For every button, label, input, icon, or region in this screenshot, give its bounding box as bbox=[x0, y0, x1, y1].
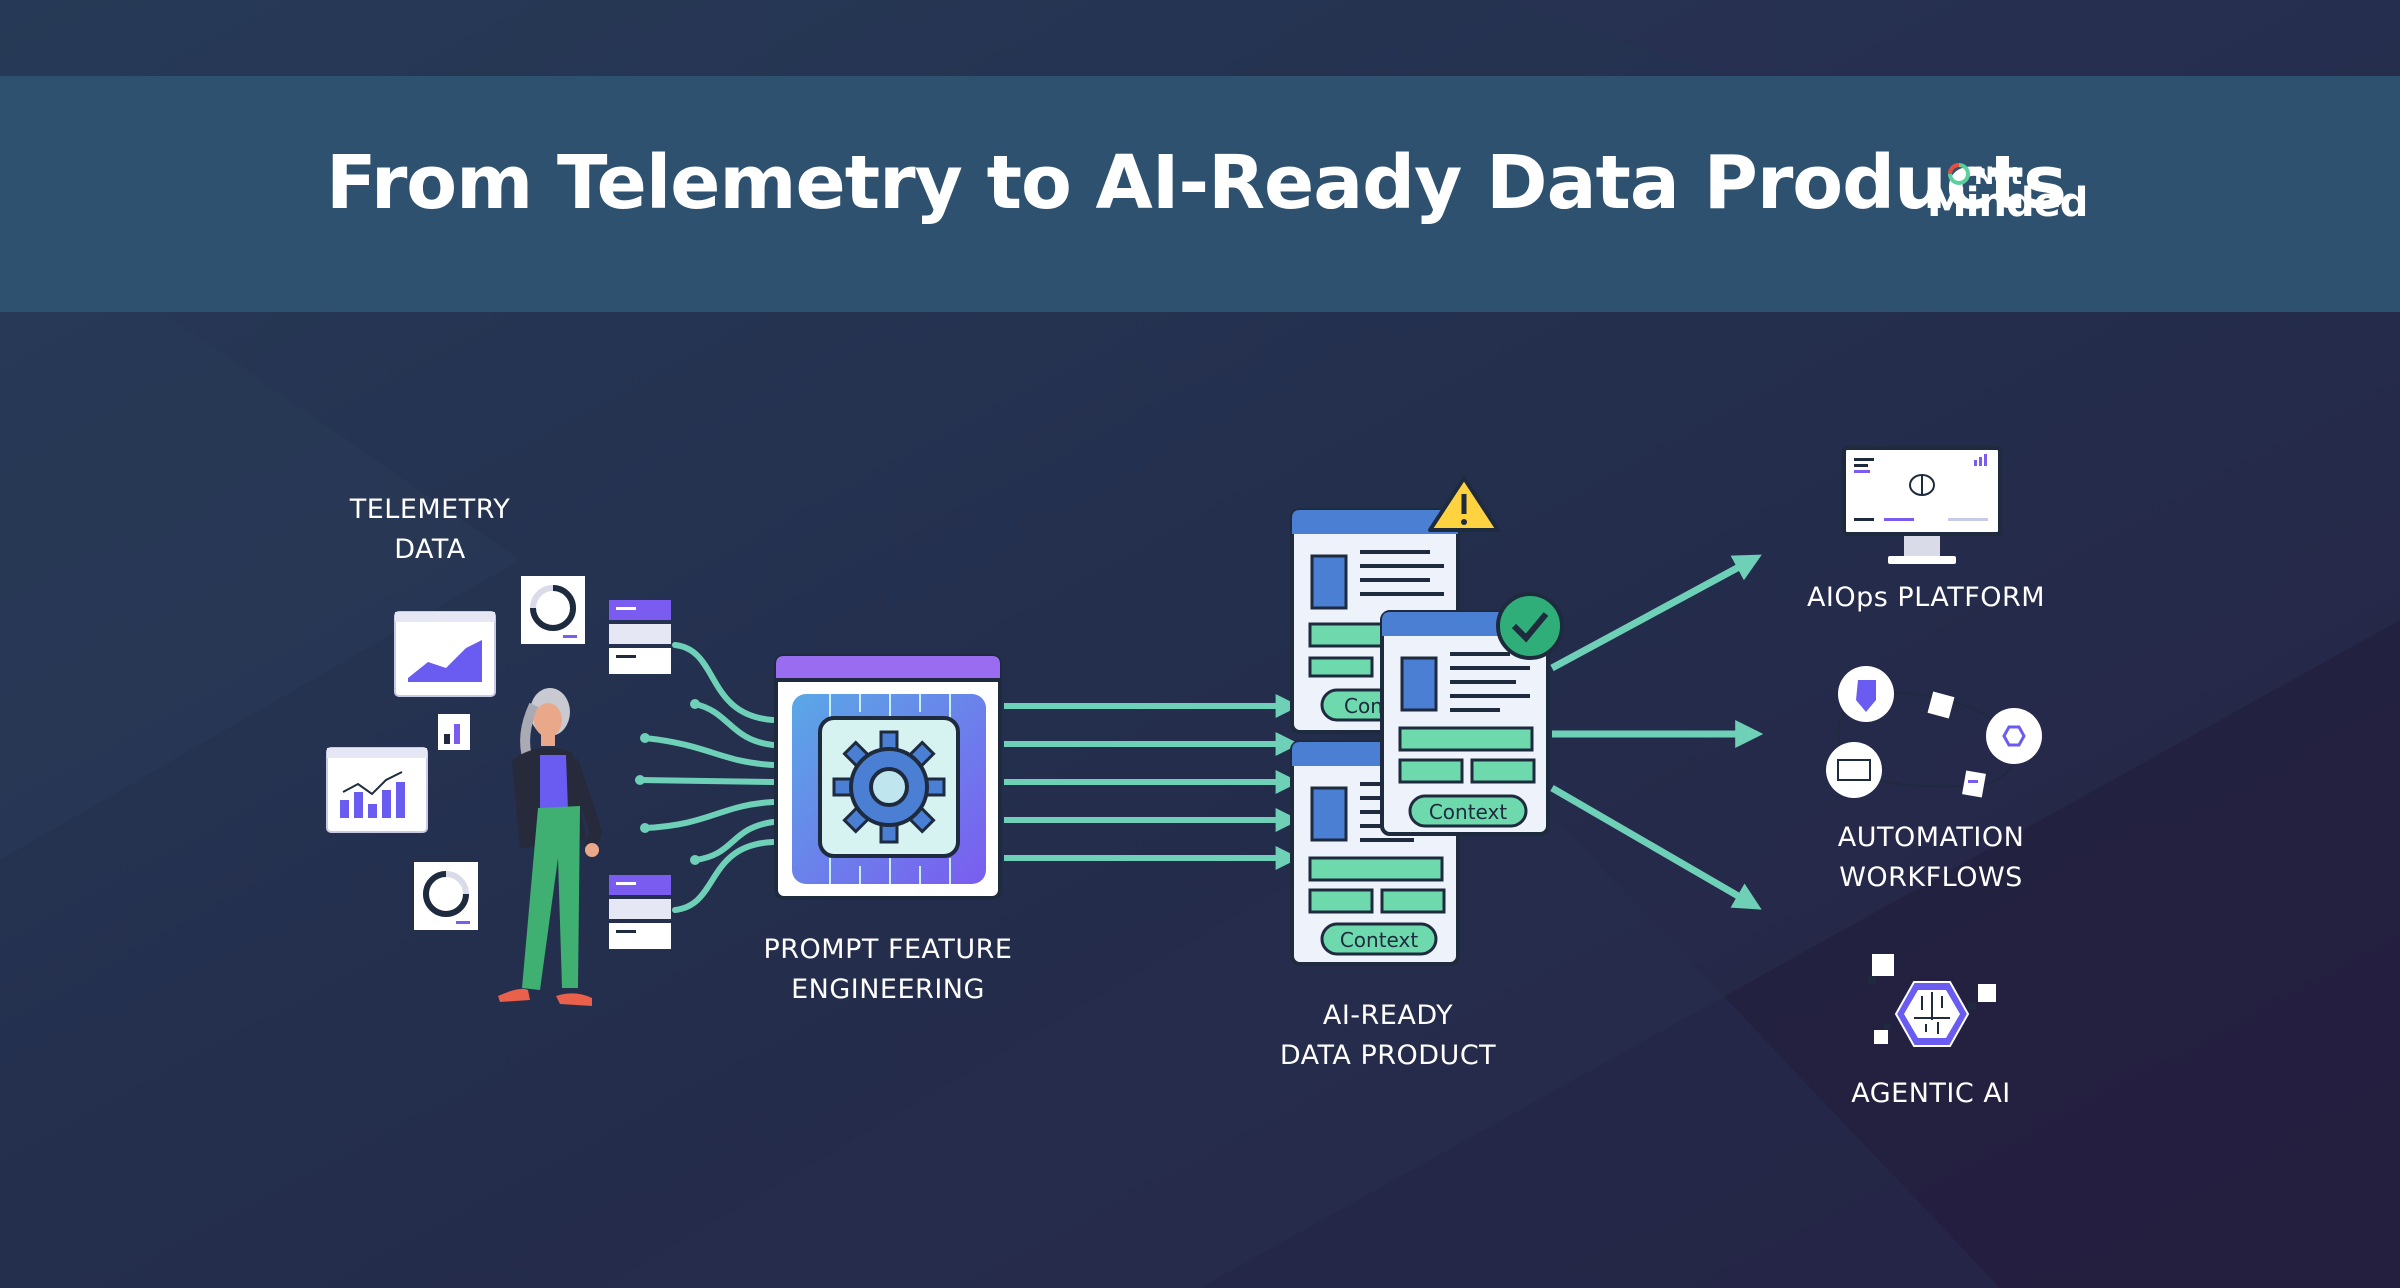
hexagon-chip-icon bbox=[1868, 954, 1996, 1047]
server-stack-bottom bbox=[609, 875, 671, 949]
input-connectors bbox=[637, 642, 776, 913]
label-agentic-line1: AGENTIC AI bbox=[1851, 1078, 2011, 1109]
logo-text-minded: Minded bbox=[1927, 180, 2088, 226]
input-connector-dots bbox=[635, 699, 700, 865]
person-illustration bbox=[498, 688, 603, 1006]
label-agentic-ai: AGENTIC AI bbox=[1786, 1074, 2076, 1114]
mini-bar-card bbox=[438, 714, 470, 750]
label-automation-line1: AUTOMATION bbox=[1837, 822, 2025, 853]
label-data-product-line2: DATA PRODUCT bbox=[1279, 1040, 1497, 1071]
title-banner bbox=[0, 76, 2400, 312]
label-ai-ready-data-product: AI-READY DATA PRODUCT bbox=[1248, 996, 1528, 1076]
label-data-product-line1: AI-READY bbox=[1322, 1000, 1454, 1031]
logo-text-net: Net bbox=[1974, 162, 2022, 190]
check-circle-icon bbox=[1496, 592, 1564, 660]
context-pill-back: Con bbox=[1344, 694, 1383, 718]
page-title: From Telemetry to AI-Ready Data Products bbox=[326, 140, 2067, 226]
label-automation-line2: WORKFLOWS bbox=[1839, 862, 2023, 893]
server-stack-top bbox=[609, 600, 671, 674]
label-automation-workflows: AUTOMATION WORKFLOWS bbox=[1786, 818, 2076, 898]
label-aiops-platform: AIOps PLATFORM bbox=[1776, 578, 2076, 618]
label-prompt-line1: PROMPT FEATURE bbox=[763, 934, 1013, 965]
label-prompt-line2: ENGINEERING bbox=[791, 974, 985, 1005]
netminded-logo: Net Minded bbox=[1924, 160, 2088, 230]
context-pill-bottom: Context bbox=[1340, 928, 1419, 952]
label-telemetry-line1: TELEMETRY bbox=[349, 494, 511, 525]
context-pill-front: Context bbox=[1429, 800, 1508, 824]
donut-card-top bbox=[521, 576, 585, 644]
document-back: Con bbox=[1290, 508, 1460, 734]
telemetry-widgets bbox=[326, 576, 671, 949]
label-prompt-feature-engineering: PROMPT FEATURE ENGINEERING bbox=[748, 930, 1028, 1010]
logo-mark-icon bbox=[1948, 163, 1970, 185]
workflow-cycle-icon bbox=[1826, 666, 2042, 798]
processor-chip bbox=[774, 654, 1002, 900]
label-telemetry-line2: DATA bbox=[394, 534, 466, 565]
data-product-documents: Con Context bbox=[1290, 476, 1564, 966]
donut-card-bottom bbox=[414, 862, 478, 930]
monitor-brain-icon bbox=[1842, 446, 2002, 564]
label-aiops-line1: AIOps PLATFORM bbox=[1806, 582, 2046, 613]
bar-chart-card bbox=[326, 747, 428, 833]
label-telemetry-data: TELEMETRY DATA bbox=[340, 490, 520, 570]
output-connectors bbox=[1550, 554, 1764, 910]
middle-connectors bbox=[1004, 694, 1300, 870]
gear-chip-icon bbox=[832, 730, 946, 844]
warning-triangle-icon bbox=[1428, 476, 1500, 532]
area-chart-card bbox=[394, 611, 496, 697]
